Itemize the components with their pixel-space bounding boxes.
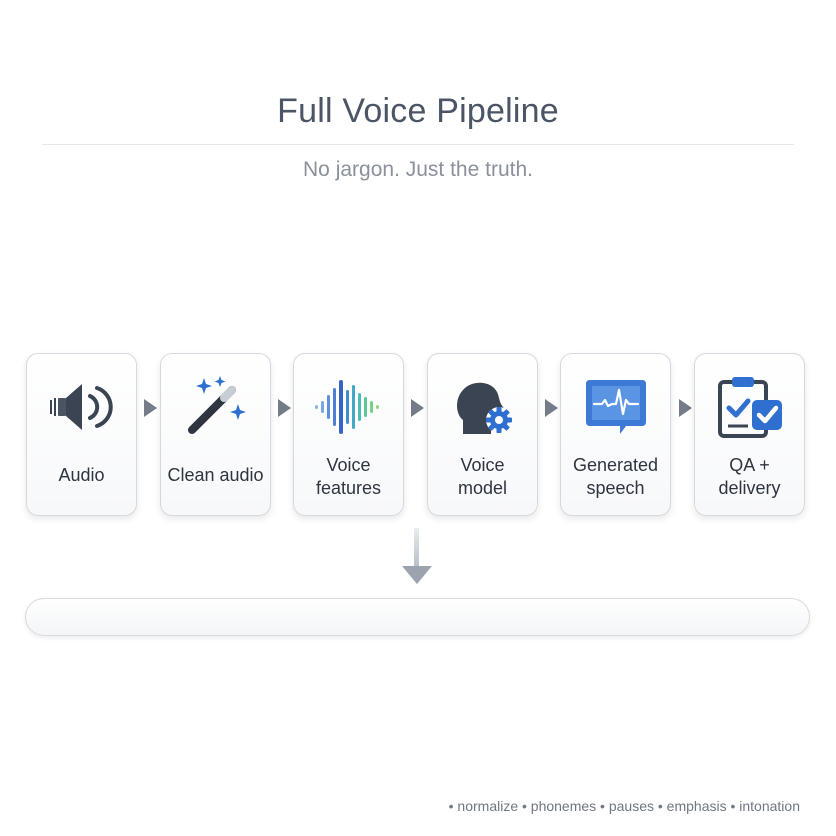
down-arrow-shaft (414, 528, 419, 568)
waveform-icon (313, 374, 385, 440)
step-card-clean-audio: Clean audio (160, 353, 271, 516)
step-card-generated-speech: Generated speech (560, 353, 671, 516)
step-label: Audio (58, 465, 105, 485)
step-label: model (457, 478, 508, 498)
flow-arrow (278, 399, 291, 417)
step-label: Voice (326, 455, 371, 475)
flow-arrow (679, 399, 692, 417)
empty-output-bar (25, 598, 810, 636)
page-title: Full Voice Pipeline (277, 92, 559, 130)
speech-wave-icon (580, 374, 652, 440)
footer-text: • normalize • phonemes • pauses • emphas… (448, 798, 800, 814)
step-card-audio: Audio (26, 353, 137, 516)
flow-arrow (411, 399, 424, 417)
step-card-voice-features: Voice features (293, 353, 404, 516)
step-card-voice-model: Voice model (427, 353, 538, 516)
magic-wand-icon (180, 374, 252, 440)
step-card-qa-delivery: QA + delivery (694, 353, 805, 516)
head-gear-icon (447, 374, 519, 440)
title-divider (42, 144, 794, 145)
step-label: Voice (460, 455, 505, 475)
step-label: speech (586, 478, 645, 498)
down-arrow-icon (402, 566, 432, 584)
speaker-icon (46, 374, 118, 440)
step-label: delivery (718, 478, 781, 498)
step-label: Generated (572, 455, 659, 475)
flow-arrow (545, 399, 558, 417)
step-label: QA + (729, 455, 770, 475)
clipboard-check-icon (714, 374, 786, 440)
step-label: features (315, 478, 382, 498)
step-label: Clean audio (167, 465, 264, 485)
flow-arrow (144, 399, 157, 417)
page-subtitle: No jargon. Just the truth. (303, 158, 533, 181)
